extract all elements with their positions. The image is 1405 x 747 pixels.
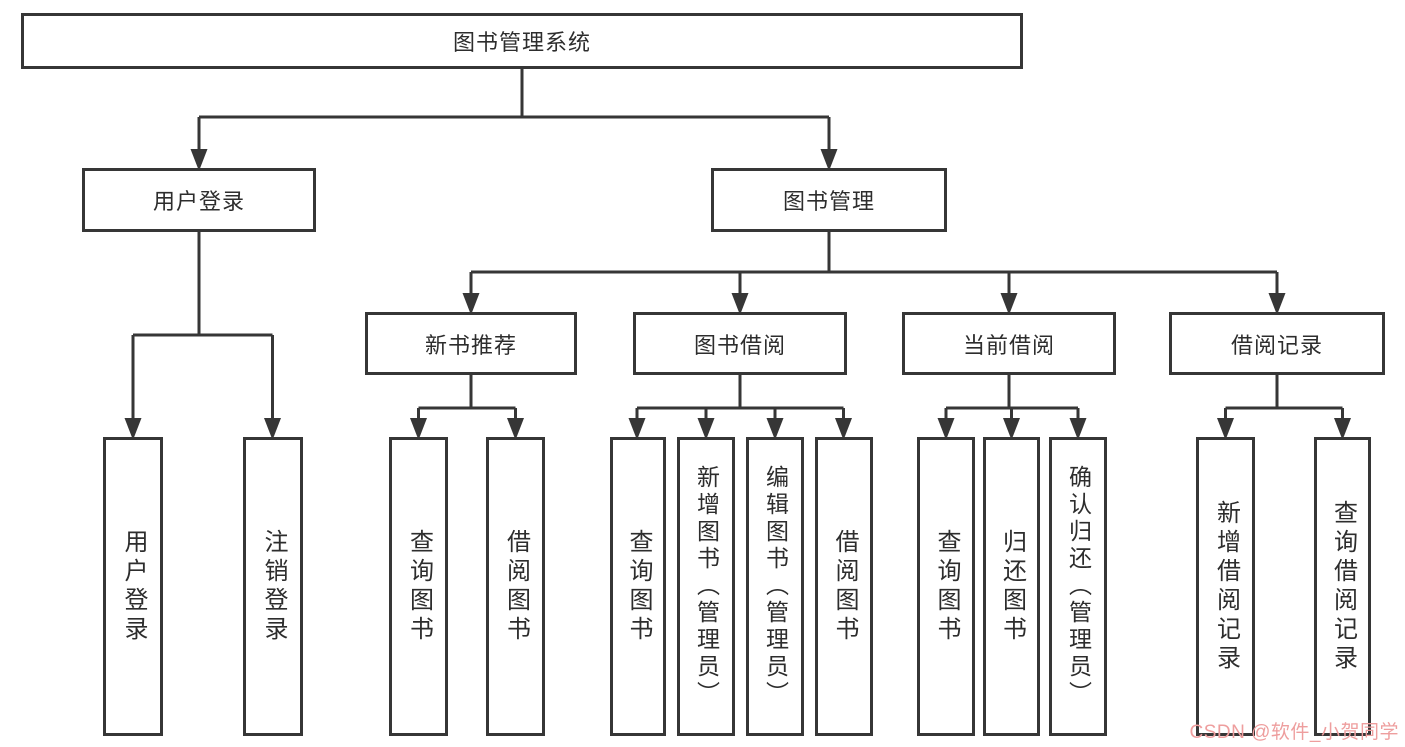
leaf-return-books: 归还图书 (983, 437, 1040, 736)
leaf-label: 查询借阅记录 (1329, 499, 1357, 674)
leaf-label: 借阅图书 (502, 528, 530, 645)
csdn-watermark: CSDN @软件_小贺同学 (1189, 722, 1399, 743)
node-label: 图书借阅 (693, 332, 786, 358)
leaf-label: 查询图书 (405, 528, 433, 645)
leaf-edit-books-admin: 编辑图书（管理员） (746, 437, 804, 736)
node-library-management-system: 图书管理系统 (21, 13, 1023, 69)
leaf-user-login: 用户登录 (103, 437, 163, 736)
leaf-label: 查询图书 (933, 528, 960, 645)
node-new-book-recommendation: 新书推荐 (365, 312, 577, 375)
leaf-query-books-current: 查询图书 (917, 437, 975, 736)
leaf-add-borrow-record: 新增借阅记录 (1196, 437, 1255, 736)
node-label: 用户登录 (152, 189, 245, 214)
leaf-borrow-books: 借阅图书 (815, 437, 873, 736)
leaf-label: 确认归还（管理员） (1065, 465, 1092, 708)
leaf-label: 归还图书 (998, 528, 1026, 645)
node-label: 新书推荐 (424, 332, 517, 358)
node-book-borrowing: 图书借阅 (633, 312, 847, 375)
node-book-management: 图书管理 (711, 168, 947, 232)
node-user-login: 用户登录 (82, 168, 316, 232)
leaf-query-borrow-record: 查询借阅记录 (1314, 437, 1371, 736)
node-label: 图书管理系统 (452, 30, 591, 55)
leaf-label: 编辑图书（管理员） (762, 465, 789, 708)
leaf-borrow-books-recommendation: 借阅图书 (486, 437, 545, 736)
node-current-borrowing: 当前借阅 (902, 312, 1116, 375)
leaf-label: 借阅图书 (831, 528, 858, 645)
leaf-label: 查询图书 (625, 528, 652, 645)
leaf-label: 新增借阅记录 (1212, 499, 1240, 674)
leaf-logout-login: 注销登录 (243, 437, 303, 736)
leaf-confirm-return-admin: 确认归还（管理员） (1049, 437, 1107, 736)
node-label: 当前借阅 (962, 332, 1055, 358)
node-label: 借阅记录 (1230, 332, 1323, 358)
leaf-query-books-borrowing: 查询图书 (610, 437, 666, 736)
leaf-label: 注销登录 (260, 528, 287, 645)
leaf-add-books-admin: 新增图书（管理员） (677, 437, 735, 736)
node-label: 图书管理 (782, 189, 875, 214)
leaf-query-books-recommendation: 查询图书 (389, 437, 448, 736)
leaf-label: 新增图书（管理员） (693, 465, 720, 708)
leaf-label: 用户登录 (120, 528, 147, 645)
node-borrowing-records: 借阅记录 (1169, 312, 1385, 375)
